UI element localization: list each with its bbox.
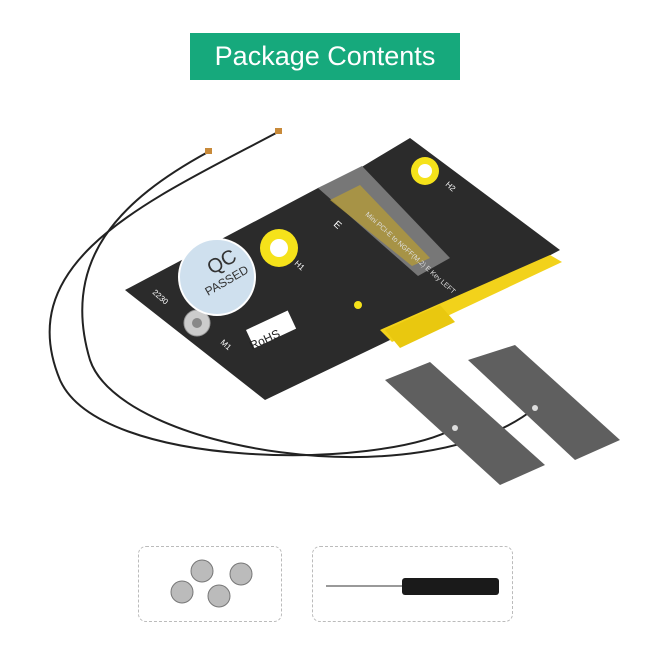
screws xyxy=(170,559,253,608)
screwdriver-handle xyxy=(402,578,499,595)
screw-standoff-hole xyxy=(192,318,202,328)
board-body xyxy=(125,138,560,400)
screw xyxy=(229,562,253,586)
antenna-pad-2-solder xyxy=(532,405,538,411)
screwdriver xyxy=(326,578,499,595)
screw xyxy=(170,580,194,604)
m2-slot-pins xyxy=(330,185,430,266)
qc-passed-sticker xyxy=(178,238,256,316)
screwdriver-box xyxy=(312,546,513,622)
screws-box xyxy=(138,546,282,622)
screw xyxy=(207,584,231,608)
hole-h2-center xyxy=(418,164,432,178)
screw xyxy=(190,559,214,583)
rohs-sticker xyxy=(246,310,297,349)
adapter-board: QC PASSED RoHS Mini PCI-E to NGFF(M.2) E… xyxy=(125,138,562,400)
antenna-cable-1 xyxy=(48,131,456,457)
antenna-cable-2 xyxy=(81,151,536,458)
antenna-pad-1 xyxy=(385,362,545,485)
page-title: Package Contents xyxy=(190,33,460,80)
hole-h1-center xyxy=(270,239,288,257)
gold-fingers-short xyxy=(385,305,455,348)
antenna-pad-1-solder xyxy=(452,425,458,431)
ufl-connector-2 xyxy=(205,148,212,154)
ufl-connector-1 xyxy=(275,128,282,134)
pad xyxy=(354,301,362,309)
antenna-pad-2 xyxy=(468,345,620,460)
